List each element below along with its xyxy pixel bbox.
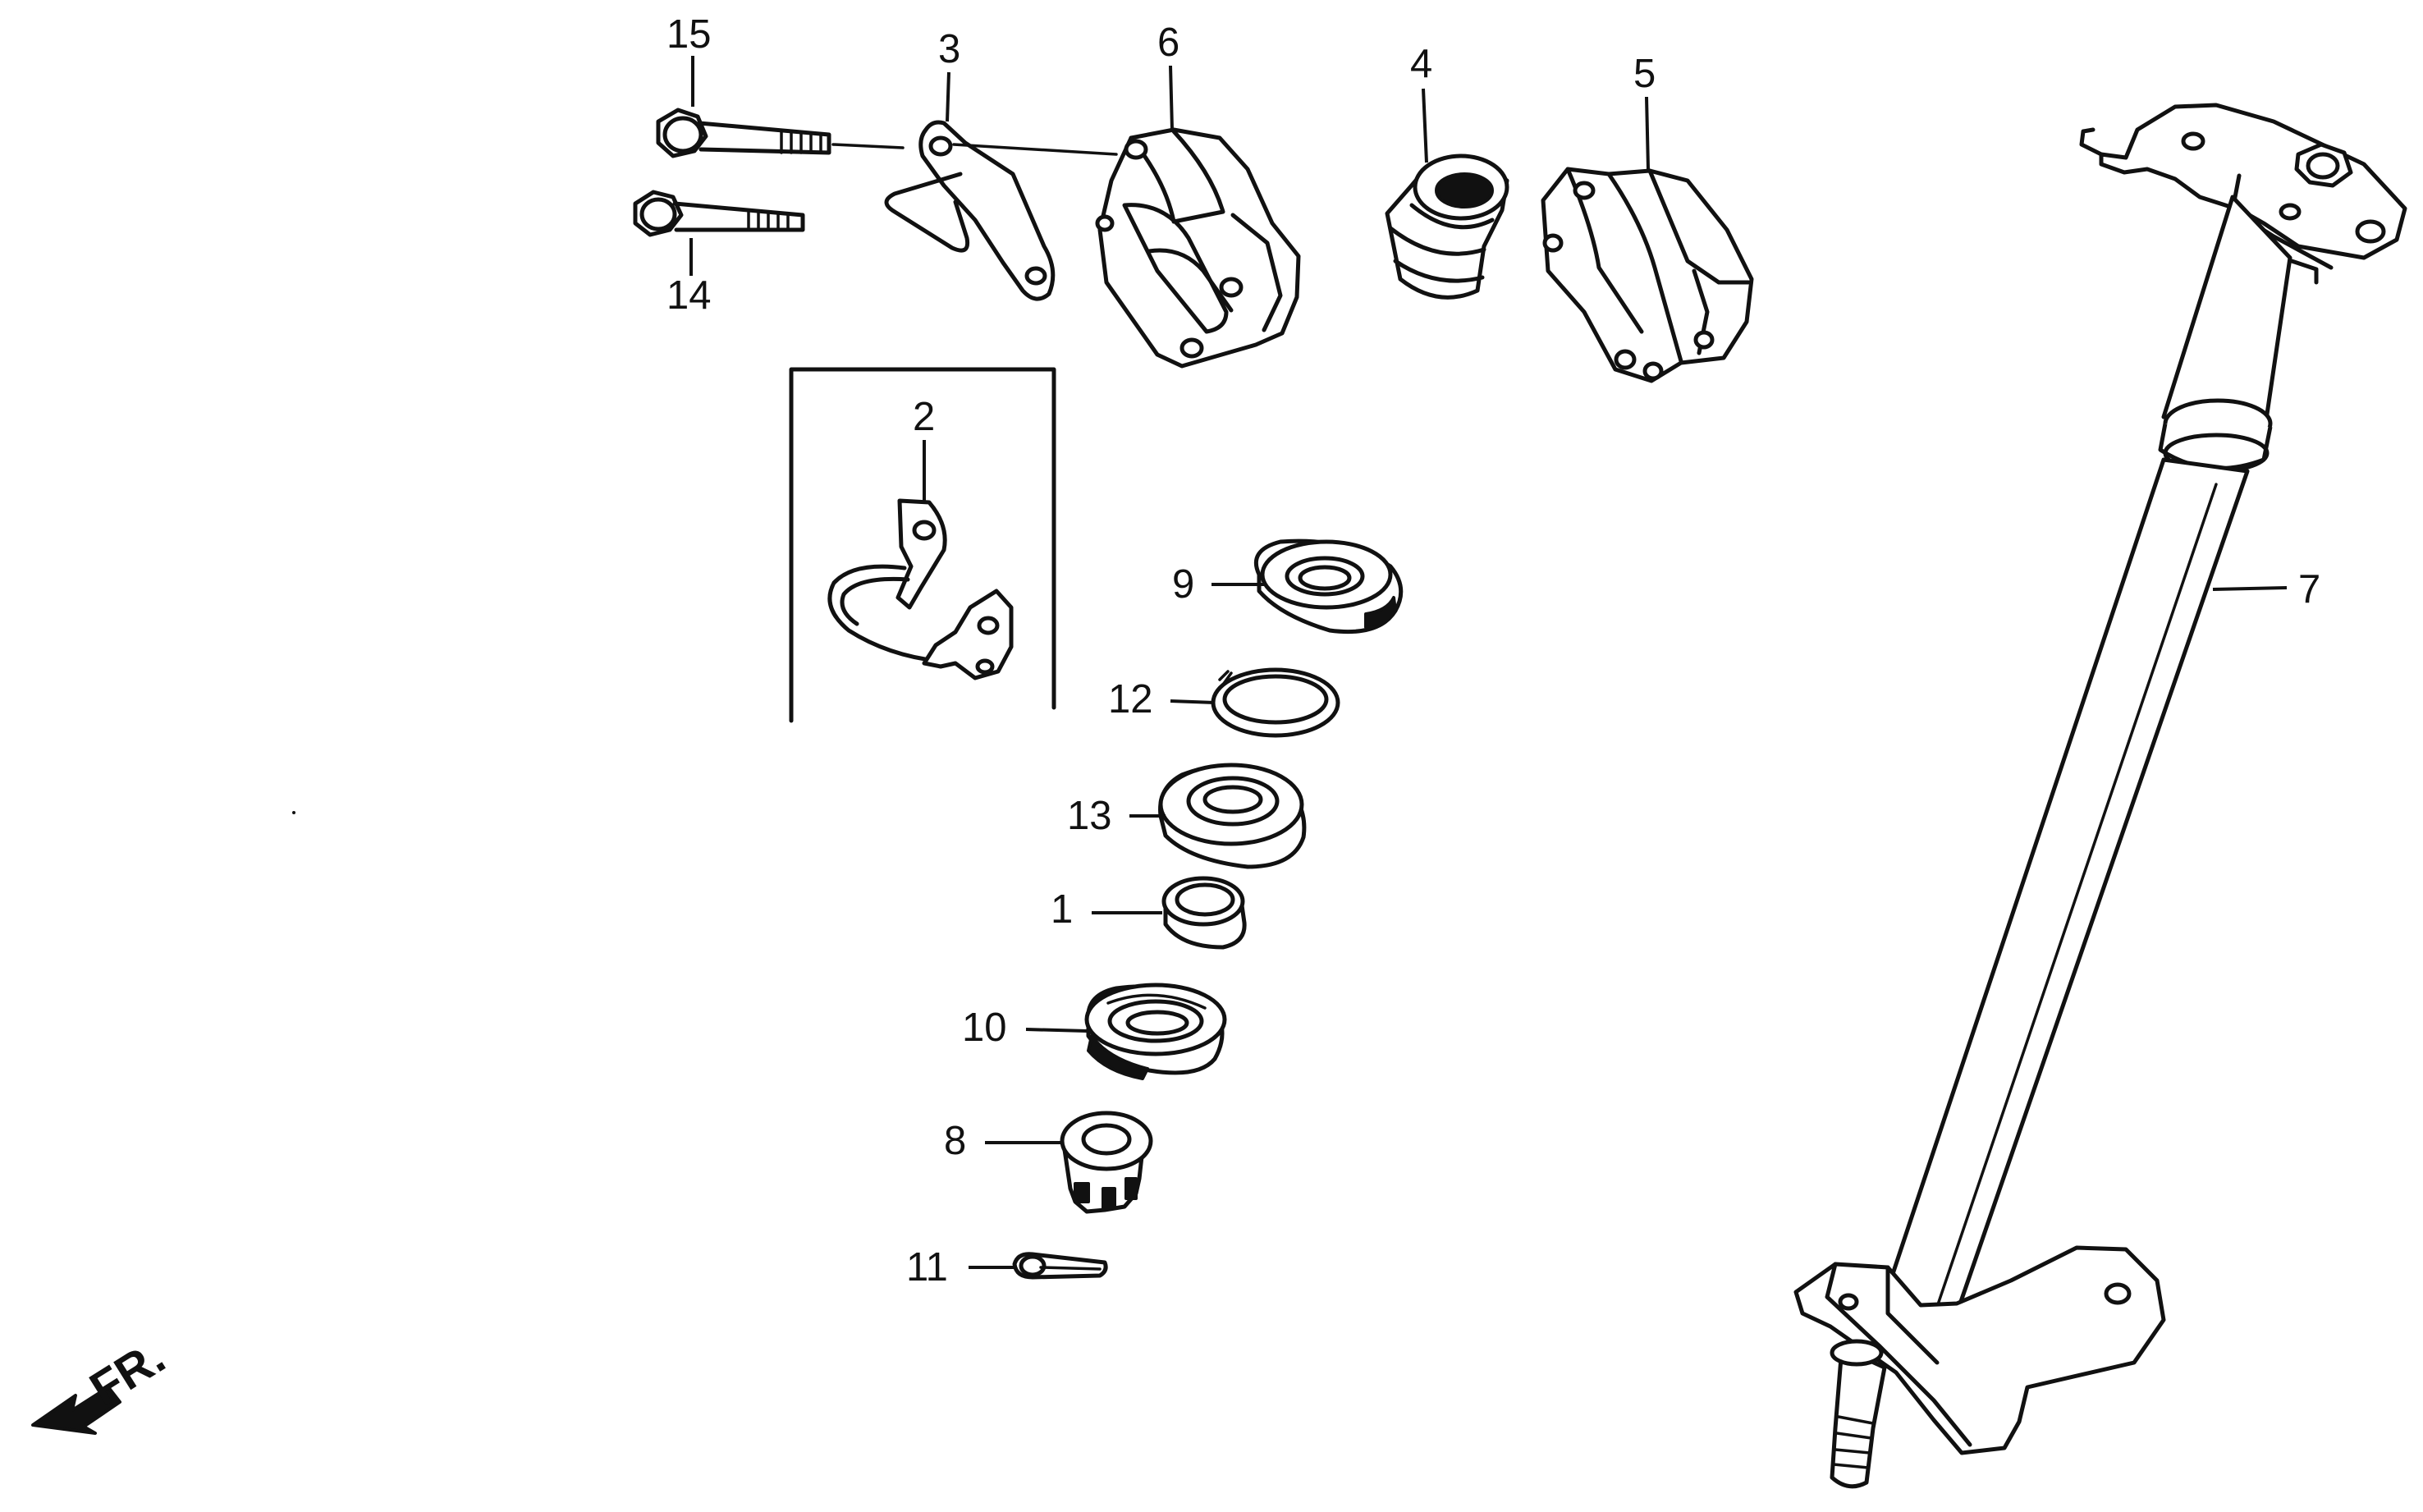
callout-7: 7 [2212,567,2320,612]
steering-shaft-7 [1793,103,2407,1489]
callout-number: 6 [1157,21,1179,65]
callout-number: 1 [1051,887,1073,932]
callout-13: 13 [1067,794,1166,838]
callout-number: 13 [1067,794,1112,838]
front-direction-indicator: FR. [31,1330,174,1435]
callout-15: 15 [666,12,712,107]
circlip-12 [1211,667,1340,738]
inset-box [789,367,1056,723]
bracket-2 [827,498,1014,680]
callout-number: 4 [1410,42,1432,86]
callout-1: 1 [1051,887,1162,932]
scan-speck [292,811,295,814]
callout-number: 2 [913,395,935,439]
bearing-13 [1158,763,1307,869]
oil-seal-9 [1253,538,1404,635]
bolt-14 [633,190,805,237]
castle-nut-8 [1060,1111,1153,1214]
callout-8: 8 [944,1119,1062,1163]
callout-11: 11 [906,1245,1015,1290]
collar-1 [1161,876,1247,950]
callout-14: 14 [666,238,712,318]
callout-number: 8 [944,1119,966,1163]
callout-2: 2 [913,395,935,501]
callout-4: 4 [1410,42,1432,163]
bushing-4 [1385,153,1509,300]
callout-number: 11 [906,1245,948,1290]
callout-9: 9 [1172,562,1266,607]
callout-number: 14 [666,273,712,318]
arrow-left-down-icon [31,1386,121,1435]
callout-10: 10 [962,1006,1088,1050]
oil-seal-10 [1084,983,1227,1080]
holder-5 [1541,167,1754,383]
bolt-15 [656,108,905,158]
cotter-pin-11 [1012,1252,1108,1280]
bracket-3 [884,120,1118,301]
callout-number: 7 [2298,567,2320,612]
callout-3: 3 [938,27,960,122]
holder-6 [1095,127,1301,369]
callout-number: 10 [962,1006,1007,1050]
callout-number: 5 [1633,52,1656,96]
callout-6: 6 [1157,21,1179,131]
callout-number: 3 [938,27,960,71]
callout-5: 5 [1633,52,1656,170]
callout-number: 9 [1172,562,1194,607]
callout-12: 12 [1108,677,1216,722]
callout-number: 15 [666,12,712,57]
callout-number: 12 [1108,677,1153,722]
